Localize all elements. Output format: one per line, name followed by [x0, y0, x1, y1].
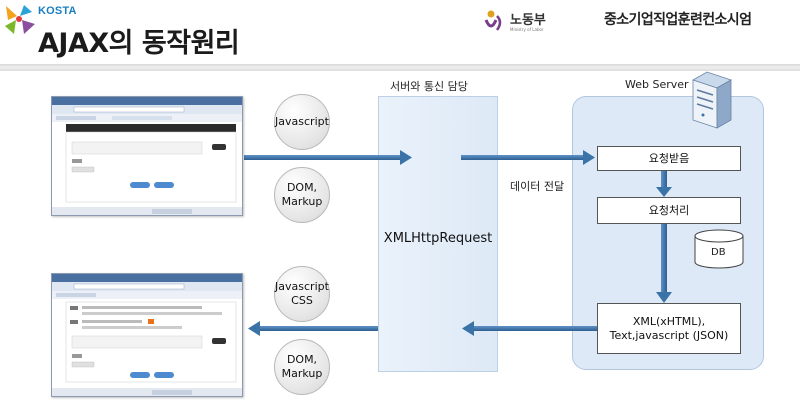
header-divider — [0, 64, 800, 71]
brand-name: KOSTA — [38, 5, 77, 17]
ministry-subtitle: Ministry of Labor — [510, 27, 544, 32]
database-label: DB — [711, 247, 726, 258]
bubble-dom-markup-top: DOM,Markup — [274, 167, 330, 223]
ministry-name: 노동부 — [510, 13, 546, 28]
web-server-title: Web Server — [625, 78, 689, 91]
bubble-javascript-top: Javascript — [274, 94, 330, 150]
agency-name: 중소기업직업훈련컨소시엄 — [604, 12, 752, 28]
xhr-panel-title: 서버와 통신 담당 — [390, 80, 468, 93]
browser-screenshot-before — [51, 96, 243, 216]
kosta-logo-icon — [5, 5, 35, 34]
xhr-label: XMLHttpRequest — [383, 231, 493, 246]
data-transfer-label: 데이터 전달 — [510, 180, 565, 193]
page-title: AJAX의 동작원리 — [38, 28, 240, 59]
ministry-logo-icon — [484, 10, 502, 31]
request-processing-box: 요청처리 — [597, 197, 741, 224]
page-header: KOSTA AJAX의 동작원리 노동부 Ministry of Labor 중… — [0, 0, 800, 64]
request-received-box: 요청받음 — [597, 146, 741, 171]
browser-screenshot-after — [51, 273, 243, 397]
bubble-dom-markup-bottom: DOM,Markup — [274, 339, 330, 395]
response-format-box: XML(xHTML), Text,javascript (JSON) — [597, 303, 741, 354]
arrow-xhr-to-client — [248, 321, 378, 336]
